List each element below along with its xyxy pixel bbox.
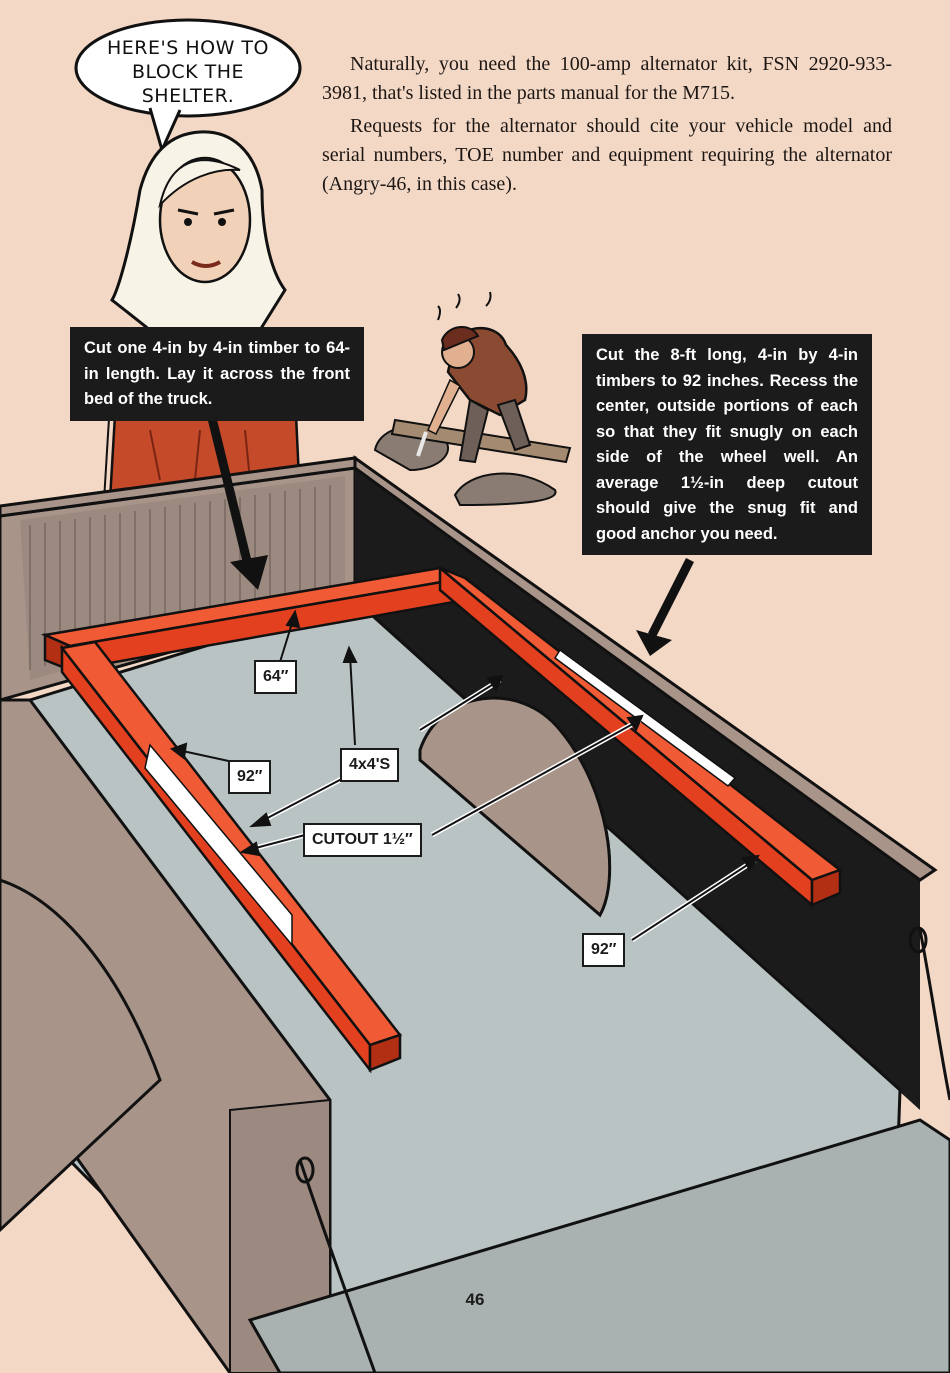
woman-figure [104, 132, 300, 500]
label-cutout: CUTOUT 1½″ [303, 823, 422, 857]
speech-bubble-text: HERE'S HOW TO BLOCK THE SHELTER. [88, 36, 288, 108]
intro-paragraph-1: Naturally, you need the 100-amp alternat… [322, 50, 892, 108]
callout-front-timber: Cut one 4-in by 4-in timber to 64-in len… [70, 327, 364, 421]
callout-side-timbers: Cut the 8-ft long, 4-in by 4-in timbers … [582, 334, 872, 555]
intro-paragraph-2: Requests for the alternator should cite … [322, 112, 892, 199]
page-number: 46 [455, 1290, 495, 1310]
callout-front-timber-text: Cut one 4-in by 4-in timber to 64-in len… [84, 336, 350, 413]
label-64-inch: 64″ [254, 660, 297, 694]
intro-text: Naturally, you need the 100-amp alternat… [322, 50, 892, 199]
label-92-inch-left: 92″ [228, 760, 271, 794]
callout-side-timbers-text: Cut the 8-ft long, 4-in by 4-in timbers … [596, 343, 858, 547]
man-figure [375, 292, 570, 505]
label-4x4s: 4x4'S [340, 748, 399, 782]
label-92-inch-right: 92″ [582, 933, 625, 967]
